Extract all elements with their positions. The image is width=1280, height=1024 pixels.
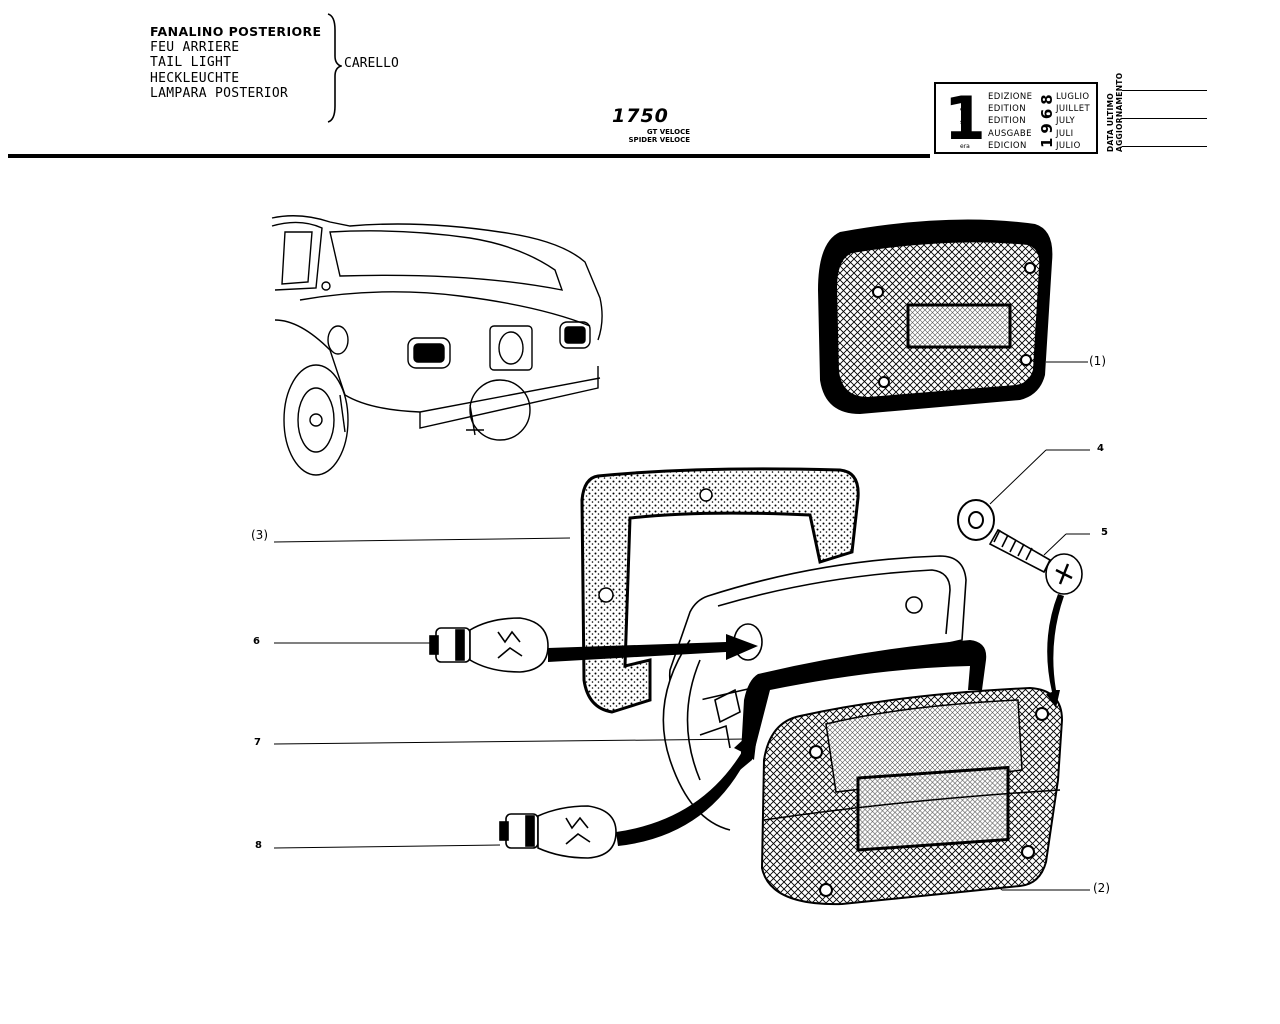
bulb-lower — [499, 805, 617, 859]
tail-light-lens — [760, 686, 1064, 906]
month-fr: JUILLET — [1056, 104, 1091, 115]
callout-6: 6 — [253, 636, 260, 647]
update-line — [1122, 146, 1207, 147]
header-rule — [8, 154, 930, 158]
update-line — [1122, 118, 1207, 119]
screw — [988, 528, 1083, 595]
arrow-bulb-lower — [616, 726, 758, 846]
part-title-de: HECKLEUCHTE — [150, 70, 240, 86]
callout-5: 5 — [1101, 527, 1108, 538]
suffix-it: a — [960, 94, 964, 101]
arrow-bulb-upper — [548, 634, 758, 662]
leader-lines — [273, 361, 1090, 891]
month-en: JULY — [1056, 116, 1076, 127]
edition-box — [934, 82, 1098, 154]
part-title-es: LAMPARA POSTERIOR — [150, 86, 289, 101]
version-spider-veloce: SPIDER VELOCE — [628, 136, 690, 144]
month-it: LUGLIO — [1056, 92, 1090, 102]
version-gt-veloce: GT VELOCE — [646, 128, 690, 136]
edition-label-en: EDITION — [988, 116, 1026, 127]
part-title-en: TAIL LIGHT — [150, 55, 232, 70]
suffix-de: . — [960, 130, 962, 138]
lamp-housing — [662, 555, 967, 831]
suffix-en: st — [960, 118, 966, 126]
edition-suffixes: a ère st . era — [960, 92, 970, 153]
update-lines — [1122, 90, 1207, 174]
callout-7: 7 — [254, 737, 261, 748]
edition-number: 1 — [944, 84, 986, 154]
part-title-fr: FEU ARRIERE — [150, 39, 240, 55]
callout-3: (3) — [251, 528, 268, 542]
suffix-es: era — [960, 143, 970, 151]
washer — [957, 499, 995, 541]
callout-8: 8 — [255, 840, 262, 851]
bulb-upper — [429, 617, 549, 673]
callout-4: 4 — [1097, 443, 1104, 454]
arrow-screw — [1046, 594, 1064, 708]
callout-2: (2) — [1093, 881, 1110, 895]
part-title-block: FANALINO POSTERIORE FEU ARRIERE TAIL LIG… — [150, 24, 322, 102]
month-de: JULI — [1056, 128, 1074, 139]
edition-label-de: AUSGABE — [988, 128, 1032, 139]
edition-label-fr: EDITION — [988, 104, 1026, 115]
month-es: JULIO — [1056, 140, 1081, 151]
brace-icon — [327, 13, 342, 123]
tail-light-assembled — [818, 219, 1053, 414]
edition-months: LUGLIO JUILLET JULY JULI JULIO — [1056, 91, 1090, 152]
suffix-fr: ère — [960, 106, 970, 114]
edition-label-it: EDIZIONE — [988, 92, 1033, 102]
model-title: 1750 — [612, 105, 669, 127]
edition-labels: EDIZIONE EDITION EDITION AUSGABE EDICION — [988, 91, 1032, 152]
edition-label-es: EDICION — [988, 140, 1027, 151]
part-title-it: FANALINO POSTERIORE — [150, 24, 322, 39]
car-rear-view — [271, 215, 603, 476]
foam-gasket — [580, 467, 860, 714]
callout-1: (1) — [1089, 354, 1106, 368]
model-versions: GT VELOCE SPIDER VELOCE — [628, 128, 690, 144]
lens-gasket — [740, 640, 987, 770]
update-line — [1122, 90, 1207, 91]
manufacturer-name: CARELLO — [344, 56, 399, 71]
